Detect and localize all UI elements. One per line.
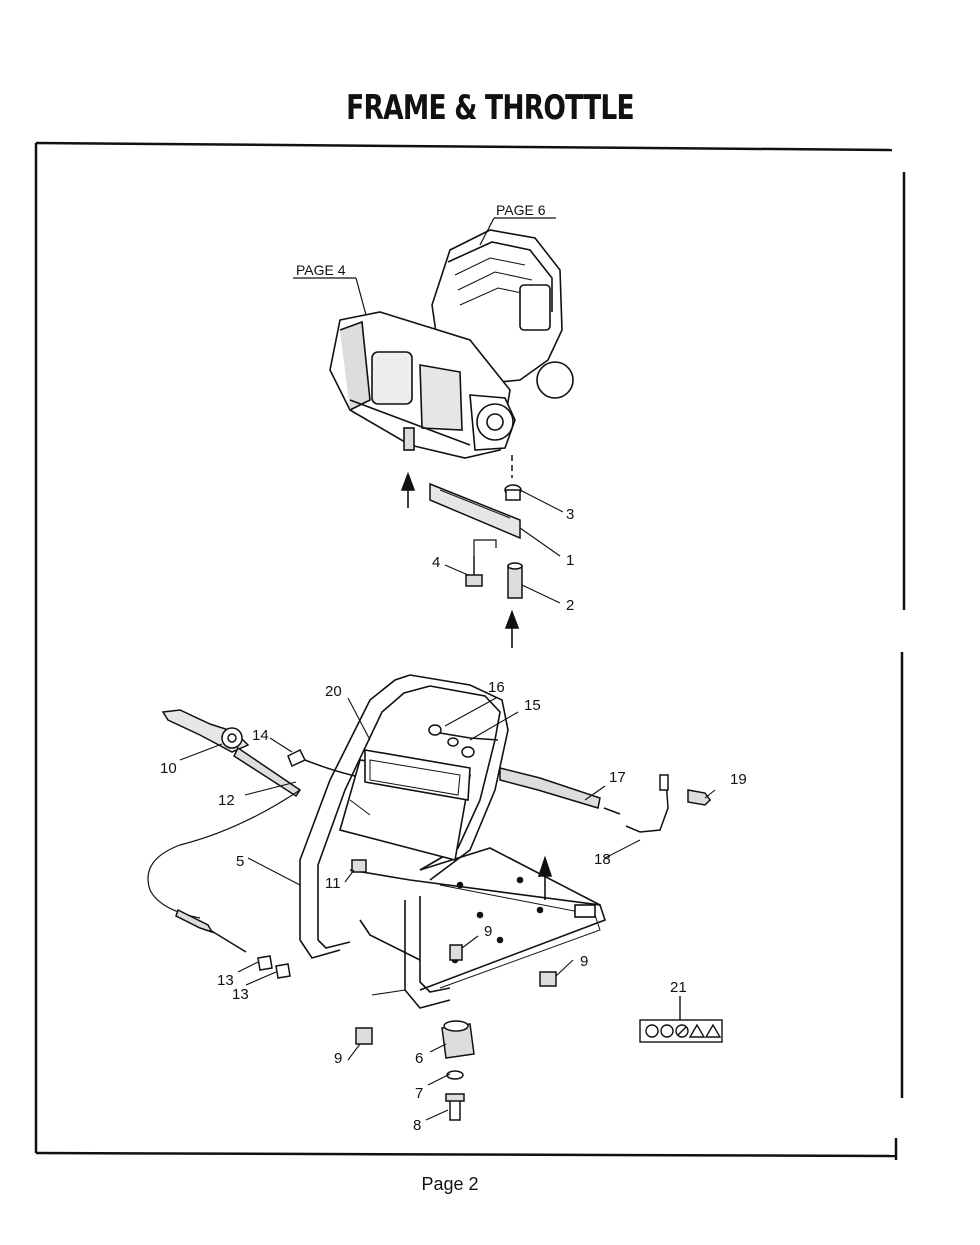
callout-13-lower: 13 (232, 986, 249, 1003)
callout-11: 11 (325, 875, 341, 892)
callout-9-right: 9 (580, 953, 588, 970)
callout-17: 17 (609, 769, 626, 786)
callout-19: 19 (730, 771, 747, 788)
callout-leaders (179, 489, 716, 1121)
diagram-border (34, 141, 906, 1160)
callout-16: 16 (488, 679, 505, 696)
lower-hardware (257, 944, 557, 1121)
callout-15: 15 (524, 697, 541, 714)
page-title: FRAME & THROTTLE (346, 88, 635, 128)
callout-2: 2 (566, 597, 574, 614)
callout-18: 18 (594, 851, 611, 868)
page-reference-4: PAGE 4 (293, 262, 367, 316)
pump-engine-assembly (329, 229, 574, 459)
page-6-label: PAGE 6 (496, 202, 546, 218)
callout-5: 5 (236, 853, 244, 870)
frame-assembly (299, 674, 607, 1009)
callout-7: 7 (415, 1085, 423, 1102)
callout-labels: 3 1 2 4 5 6 7 8 9 9 9 10 11 12 13 13 14 … (160, 506, 747, 1134)
callout-6: 6 (415, 1050, 423, 1067)
mounting-hardware-top (429, 455, 523, 599)
decal-sheet (639, 996, 723, 1043)
callout-14: 14 (252, 727, 269, 744)
callout-21: 21 (670, 979, 687, 996)
callout-13-upper: 13 (217, 972, 234, 989)
callout-8: 8 (413, 1117, 421, 1134)
page-number: Page 2 (421, 1174, 479, 1194)
callout-1: 1 (566, 552, 574, 569)
callout-9-center: 9 (484, 923, 492, 940)
throttle-assembly (147, 709, 711, 953)
callout-4: 4 (432, 554, 440, 571)
callout-9-left: 9 (334, 1050, 342, 1067)
page-reference-6: PAGE 6 (479, 202, 556, 246)
callout-3: 3 (566, 506, 574, 523)
callout-12: 12 (218, 792, 235, 809)
callout-10: 10 (160, 760, 177, 777)
page-4-label: PAGE 4 (296, 262, 346, 278)
callout-20: 20 (325, 683, 342, 700)
assembly-arrows (400, 471, 553, 900)
